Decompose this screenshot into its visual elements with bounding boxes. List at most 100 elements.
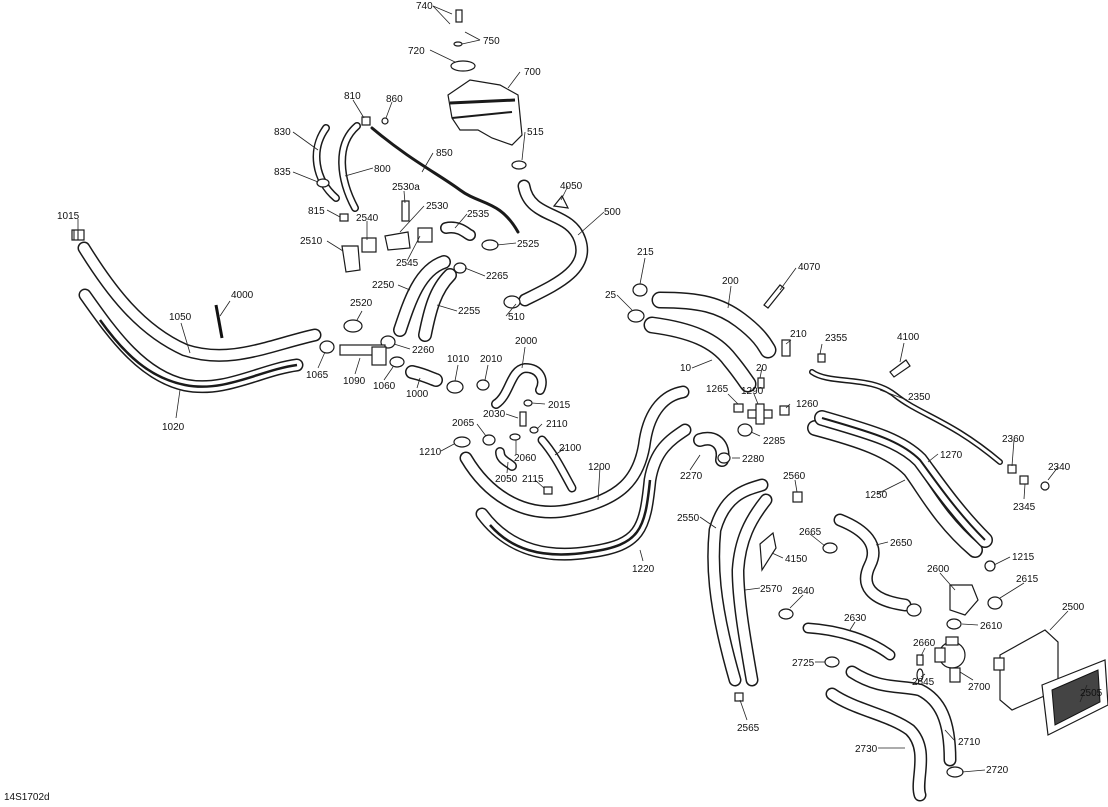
part-2545 <box>417 227 433 243</box>
part-2520 <box>343 319 363 333</box>
part-515 <box>511 160 527 170</box>
reference-code: 14S1702d <box>4 792 50 803</box>
callout-label: 4070 <box>798 262 821 273</box>
part-1010 <box>446 380 464 394</box>
callout-label: 2650 <box>890 538 913 549</box>
callout-label: 2280 <box>742 454 765 465</box>
callout-label: 1215 <box>1012 552 1035 563</box>
callout-label: 515 <box>527 127 544 138</box>
callout-label: 2255 <box>458 306 481 317</box>
hose-1020 <box>78 288 304 394</box>
callout-label: 2065 <box>452 418 475 429</box>
part-210 <box>781 339 791 357</box>
part-2110 <box>529 426 539 434</box>
callout-label: 2340 <box>1048 462 1071 473</box>
callout-label: 1020 <box>162 422 185 433</box>
part-1210 <box>453 436 471 448</box>
callout-label: 4000 <box>231 290 254 301</box>
part-2115 <box>543 486 553 495</box>
callout-label: 2250 <box>372 280 395 291</box>
part-4100 <box>889 359 911 378</box>
hose-830 <box>312 124 340 202</box>
callout-label: 835 <box>274 167 291 178</box>
callout-label: 2530 <box>426 201 449 212</box>
callout-label: 720 <box>408 46 425 57</box>
callout-label: 1090 <box>343 376 366 387</box>
hose-2050 <box>495 447 517 471</box>
callout-label: 4100 <box>897 332 920 343</box>
callout-label: 2550 <box>677 513 700 524</box>
part-2530a <box>401 200 410 222</box>
callout-label: 2610 <box>980 621 1003 632</box>
callout-label: 2060 <box>514 453 537 464</box>
callout-label: 2600 <box>927 564 950 575</box>
part-25 <box>627 309 645 323</box>
callout-label: 10 <box>680 363 692 374</box>
callout-label: 1265 <box>706 384 729 395</box>
part-740 <box>455 9 463 23</box>
callout-label: 1015 <box>57 211 80 222</box>
part-4000 <box>214 304 224 339</box>
callout-label: 2360 <box>1002 434 1025 445</box>
callout-label: 2265 <box>486 271 509 282</box>
callout-label: 1200 <box>588 462 611 473</box>
callout-label: 510 <box>508 312 525 323</box>
part-2725 <box>824 656 840 668</box>
callout-label: 2640 <box>792 586 815 597</box>
part-2505 <box>1041 659 1108 736</box>
part-2640 <box>778 608 794 620</box>
callout-label: 1060 <box>373 381 396 392</box>
hose-1000 <box>405 365 443 387</box>
callout-label: 2115 <box>522 474 544 485</box>
part-815 <box>339 213 349 222</box>
callout-label: 2645 <box>912 677 935 688</box>
callout-label: 1260 <box>796 399 819 410</box>
callout-label: 2530a <box>392 182 420 193</box>
callout-label: 1270 <box>940 450 963 461</box>
part-2015 <box>523 399 533 407</box>
part-1090 <box>339 344 387 366</box>
callout-label: 1250 <box>865 490 888 501</box>
hose-2710 <box>845 665 957 767</box>
hose-1250 <box>807 420 983 558</box>
part-1060 <box>389 356 405 368</box>
hose-2730 <box>825 687 928 802</box>
callout-label: 4050 <box>560 181 583 192</box>
hose-2650 <box>833 513 912 612</box>
part-2610 <box>946 618 962 630</box>
callout-label: 1010 <box>447 354 470 365</box>
hose-1270 <box>814 410 993 548</box>
part-2525 <box>481 239 499 251</box>
part-20 <box>757 377 765 389</box>
callout-label: 2725 <box>792 658 815 669</box>
callout-label: 2630 <box>844 613 867 624</box>
part-1215 <box>984 560 996 572</box>
part-835 <box>316 178 330 188</box>
parts-illustration <box>71 9 1108 802</box>
callout-label: 850 <box>436 148 453 159</box>
callout-label: 740 <box>416 1 433 12</box>
callout-label: 860 <box>386 94 403 105</box>
callout-label: 2260 <box>412 345 435 356</box>
hose-200 <box>651 291 777 359</box>
part-2340 <box>1040 481 1050 491</box>
callout-label: 2535 <box>467 209 490 220</box>
callout-label: 2510 <box>300 236 323 247</box>
part-700 <box>447 79 523 146</box>
callout-label: 200 <box>722 276 739 287</box>
part-510 <box>503 295 521 309</box>
hose-10 <box>643 316 757 393</box>
hose-2630 <box>802 622 896 661</box>
callout-label: 2545 <box>396 258 419 269</box>
part-2665 <box>822 542 838 554</box>
part-2345 <box>1019 475 1029 485</box>
callout-label: 2615 <box>1016 574 1039 585</box>
callout-label: 2540 <box>356 213 379 224</box>
callout-label: 210 <box>790 329 807 340</box>
part-750 <box>453 41 463 47</box>
callout-label: 2660 <box>913 638 936 649</box>
callout-label: 1210 <box>419 447 442 458</box>
callout-label: 2010 <box>480 354 503 365</box>
part-4150 <box>759 531 777 572</box>
callout-label: 25 <box>605 290 617 301</box>
